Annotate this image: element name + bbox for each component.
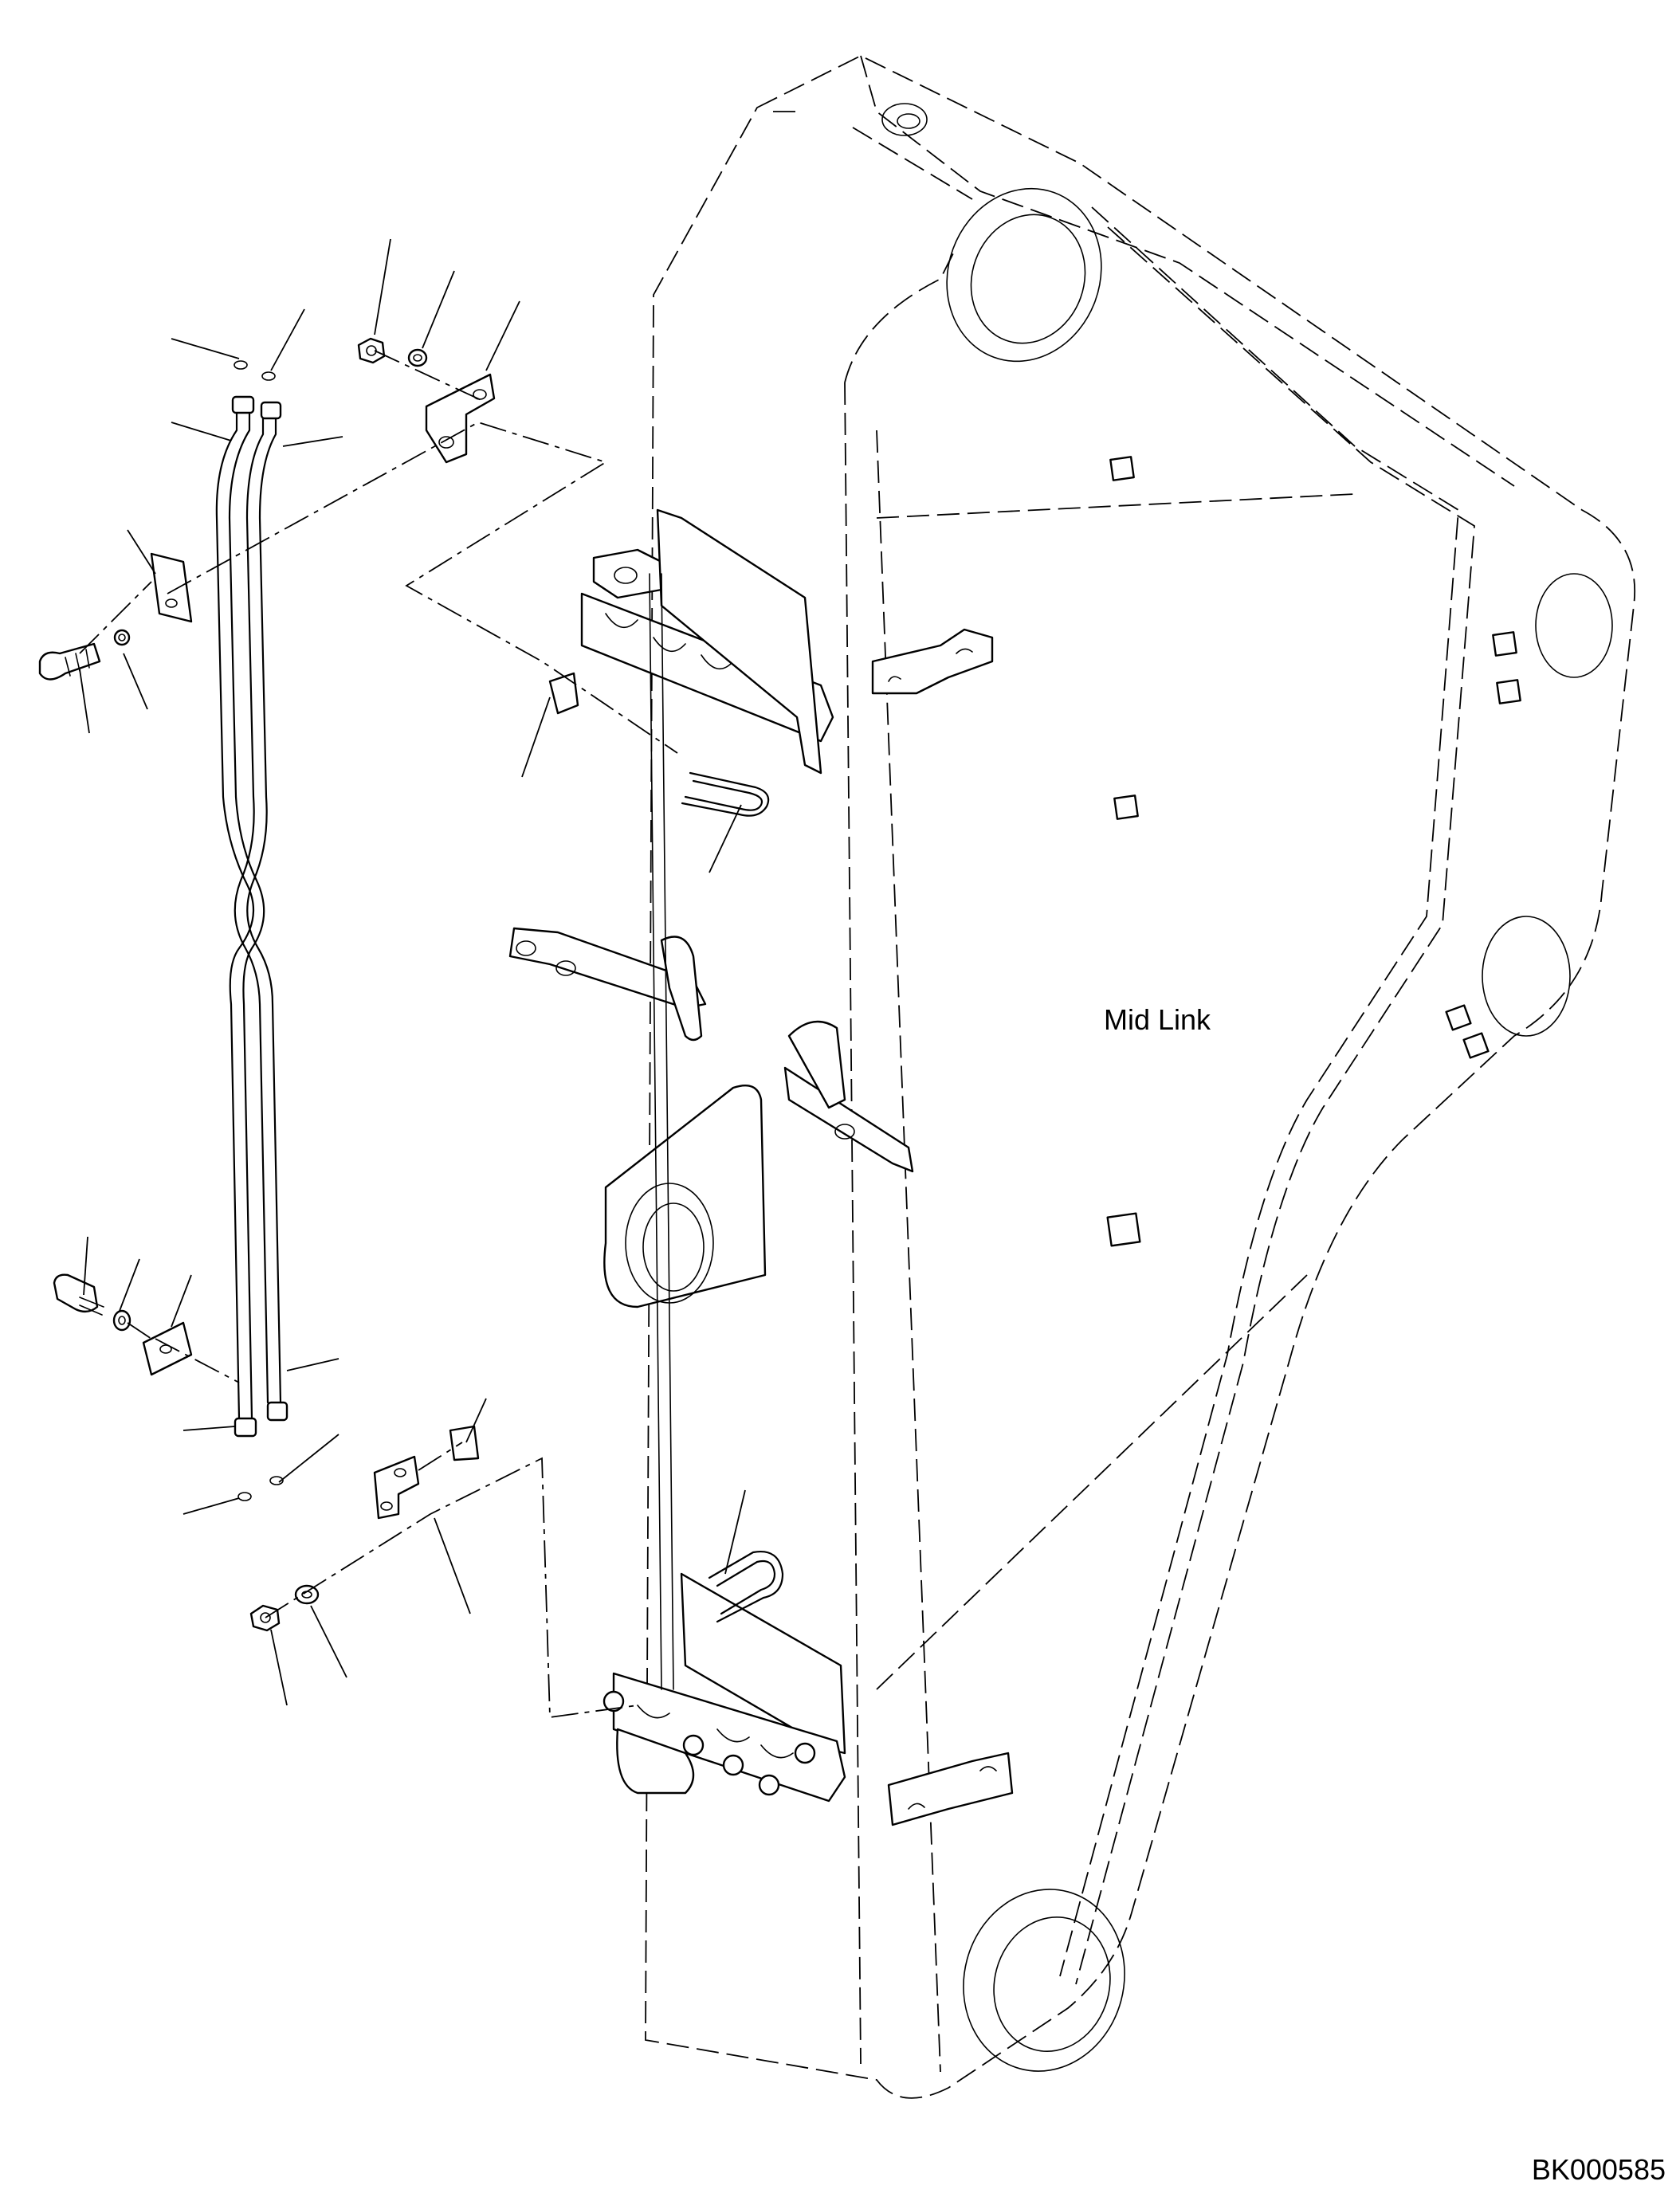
lower-clamp-bracket [603,1572,846,1803]
assembly-lines [79,350,678,1719]
upper-clamp-bracket [580,508,834,775]
bottom-pin-boss [963,1889,1125,2072]
hydraulic-tubes [215,360,289,1501]
mid-bracket-right [783,1020,914,1173]
component-label: Mid Link [1104,1003,1211,1036]
lower-right-clamp [887,1752,1014,1826]
u-bolt-upper [681,771,770,817]
lower-nut-plate [249,1425,480,1632]
leader-lines [79,238,746,1706]
top-pin-boss [881,103,1102,363]
upper-right-clamp [871,628,994,695]
upper-nut-plate [357,337,496,464]
upper-clip [548,672,579,715]
grease-fittings [1106,456,1521,1247]
lower-clamp-hardware [53,1273,193,1376]
upper-clamp-hardware [38,552,193,681]
side-pin-bosses [1482,573,1613,1037]
u-bolt-lower [708,1551,784,1623]
mid-bracket-left [508,927,707,1042]
drawing-code: BK000585 [1532,2153,1666,2186]
inner-pipe [649,573,674,1690]
lug-plate [603,1084,767,1308]
